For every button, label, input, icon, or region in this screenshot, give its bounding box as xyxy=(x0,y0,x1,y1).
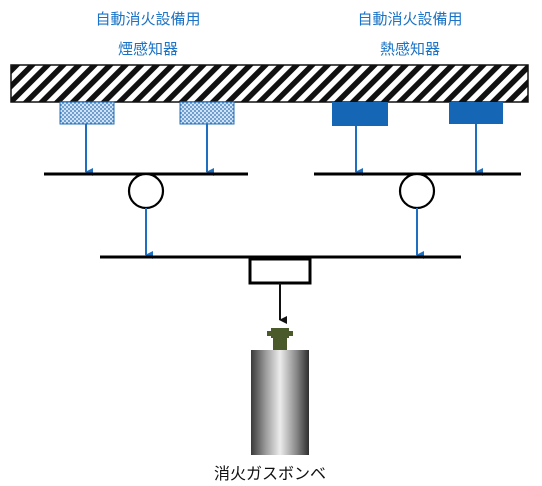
heat-detector-left xyxy=(332,102,388,126)
smoke-detector-left xyxy=(59,101,115,125)
gas-cylinder-label: 消火ガスボンベ xyxy=(213,464,326,483)
smoke-detector-title-line2: 煙感知器 xyxy=(117,40,178,58)
detector-signal-arrows xyxy=(85,124,483,176)
smoke-detector-title-line1: 自動消火設備用 xyxy=(95,10,201,28)
smoke-detector-right xyxy=(179,101,235,125)
heat-detector-title-line2: 熱感知器 xyxy=(379,40,440,58)
receiver-signal-arrows xyxy=(145,208,424,259)
control-box xyxy=(248,257,312,285)
heat-detector-right xyxy=(449,102,503,124)
gas-cylinder xyxy=(251,350,309,455)
ceiling xyxy=(10,64,529,103)
smoke-receiver-circle xyxy=(127,172,165,210)
heat-detector-title-line1: 自動消火設備用 xyxy=(357,10,463,28)
heat-receiver-circle xyxy=(398,172,436,210)
cylinder-valve xyxy=(267,328,293,351)
